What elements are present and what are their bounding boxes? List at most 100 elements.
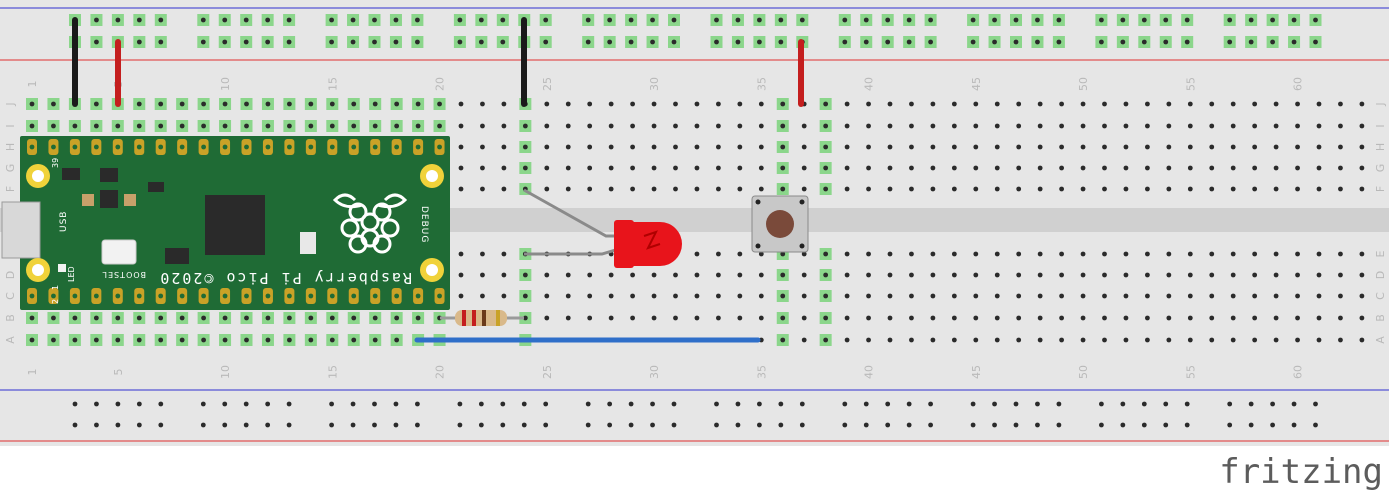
bootsel-button[interactable] (101, 239, 137, 265)
rail-hole (350, 422, 356, 428)
row-label: F (1374, 186, 1387, 192)
breadboard-hole (1166, 272, 1172, 278)
rail-hole (778, 422, 784, 428)
breadboard-hole (651, 186, 657, 192)
breadboard-hole (844, 165, 850, 171)
breadboard-hole (673, 101, 678, 107)
breadboard-hole (694, 272, 700, 278)
breadboard-hole (1187, 315, 1193, 321)
breadboard-hole (1080, 293, 1086, 299)
smd-chip (100, 190, 118, 208)
breadboard-hole (93, 337, 99, 343)
rail-hole (329, 422, 334, 428)
breadboard-hole (909, 144, 914, 150)
breadboard-hole (29, 315, 35, 321)
breadboard-hole (415, 123, 421, 129)
rail-hole (906, 422, 912, 428)
column-label: 40 (863, 77, 876, 91)
breadboard-hole (1359, 144, 1365, 150)
rail-hole (863, 39, 869, 45)
breadboard-hole (1316, 186, 1322, 192)
rail-hole (607, 422, 613, 428)
rail-hole (628, 401, 634, 407)
row-label: G (1374, 164, 1387, 173)
breadboard-hole (1338, 293, 1343, 299)
rail-hole (415, 17, 420, 23)
breadboard-hole (951, 293, 957, 299)
breadboard-hole (608, 165, 614, 171)
rail-hole (350, 39, 356, 45)
breadboard-hole (1166, 251, 1172, 257)
button-cap[interactable] (766, 210, 794, 238)
breadboard-hole (115, 315, 121, 321)
breadboard-hole (51, 123, 56, 129)
rail-hole (72, 401, 78, 407)
breadboard-hole (887, 186, 893, 192)
rail-hole (115, 17, 121, 23)
breadboard-hole (1145, 293, 1150, 299)
rail-hole (1227, 39, 1233, 45)
rail-hole (1035, 401, 1040, 407)
rail-hole (585, 39, 591, 45)
column-label: 45 (970, 365, 983, 379)
breadboard-hole (608, 186, 614, 192)
breadboard-hole (780, 144, 786, 150)
rail-hole (243, 17, 249, 23)
rail-hole (478, 422, 484, 428)
breadboard-hole (1273, 123, 1279, 129)
breadboard-hole (673, 186, 678, 192)
rail-hole (393, 39, 399, 45)
breadboard-hole (1209, 144, 1215, 150)
breadboard-hole (1037, 337, 1043, 343)
rail-hole (885, 39, 891, 45)
breadboard-hole (973, 123, 979, 129)
rail-hole (1270, 422, 1275, 428)
rail-hole (393, 17, 399, 23)
rail-hole (158, 17, 164, 23)
breadboard-hole (544, 123, 550, 129)
rail-hole (372, 17, 377, 23)
breadboard-hole (158, 337, 164, 343)
breadboard-hole (565, 315, 571, 321)
pin-label-1: 1 (51, 285, 60, 290)
push-button[interactable] (751, 195, 809, 253)
breadboard-hole (651, 123, 657, 129)
wires[interactable] (72, 17, 804, 343)
breadboard-hole (887, 337, 893, 343)
breadboard-hole (1123, 337, 1129, 343)
breadboard-hole (308, 315, 314, 321)
rail-hole (243, 401, 249, 407)
breadboard-hole (758, 293, 764, 299)
resistor[interactable] (440, 310, 524, 326)
red-led[interactable] (523, 188, 682, 268)
breadboard-hole (823, 337, 829, 343)
rail-hole (970, 39, 976, 45)
breadboard-hole (244, 123, 249, 129)
raspberry-pi-pico[interactable]: Raspberry Pi Pico ©2020 DEBUG USB LED BO… (1, 136, 450, 310)
breadboard-hole (758, 186, 764, 192)
breadboard-hole (716, 165, 721, 171)
breadboard-hole (930, 337, 936, 343)
rail-hole (906, 401, 912, 407)
rail-hole (1291, 422, 1297, 428)
breadboard-hole (222, 123, 228, 129)
rail-hole (1013, 17, 1019, 23)
breadboard-hole (565, 144, 571, 150)
rail-hole (650, 422, 655, 428)
breadboard-hole (1080, 144, 1086, 150)
breadboard-hole (1316, 251, 1322, 257)
breadboard-hole (737, 315, 743, 321)
breadboard-hole (351, 337, 357, 343)
breadboard-hole (1037, 123, 1043, 129)
breadboard-hole (608, 123, 614, 129)
breadboard-hole (823, 251, 829, 257)
rail-hole (1056, 17, 1062, 23)
breadboard-hole (630, 186, 635, 192)
breadboard-hole (72, 315, 78, 321)
rail-hole (607, 39, 613, 45)
breadboard-hole (887, 293, 893, 299)
breadboard-hole (287, 337, 292, 343)
breadboard-hole (801, 186, 807, 192)
breadboard-hole (179, 337, 185, 343)
breadboard-hole (866, 293, 871, 299)
